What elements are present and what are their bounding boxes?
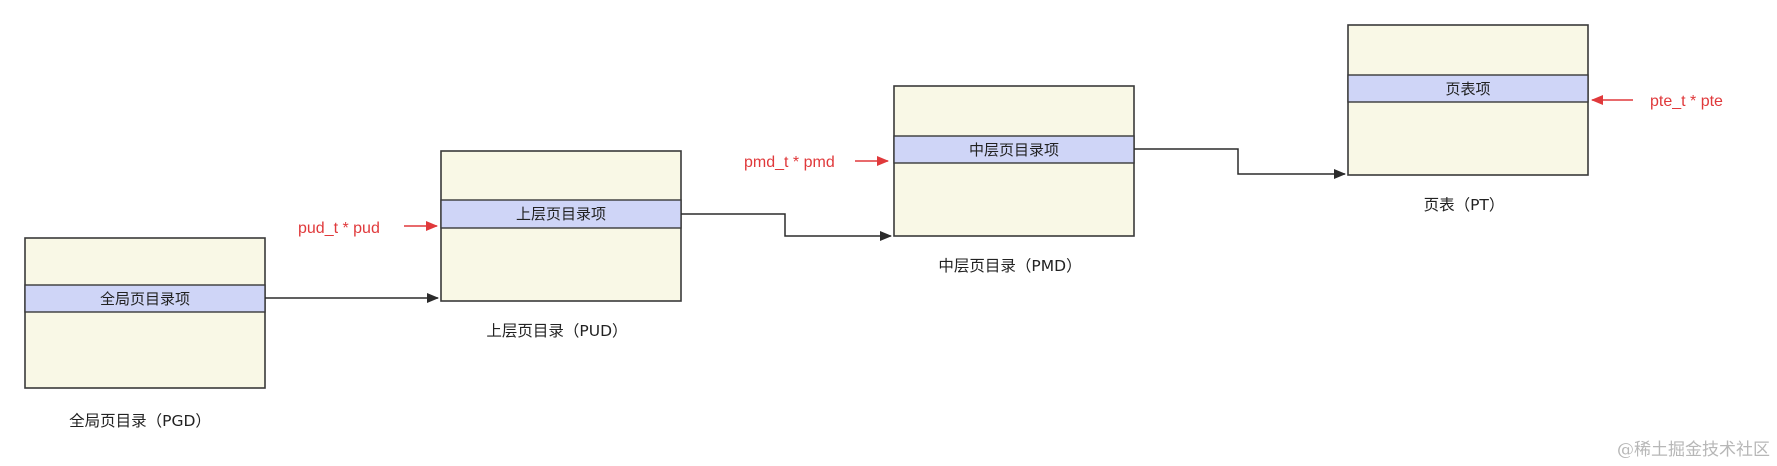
pmd-table: 中层页目录项 中层页目录（PMD） <box>893 85 1135 275</box>
pud-entry-band <box>440 199 682 229</box>
pmd-entry-label: 中层页目录项 <box>969 141 1059 159</box>
pgd-table-box <box>24 237 266 389</box>
pte-pointer-label: pte_t * pte <box>1650 93 1723 110</box>
pt-entry-label: 页表项 <box>1445 80 1490 98</box>
pmd-caption: 中层页目录（PMD） <box>938 257 1081 275</box>
pgd-entry-band <box>24 284 266 313</box>
pt-caption: 页表（PT） <box>1424 196 1505 214</box>
pud-to-pmd-arrow <box>681 213 892 241</box>
pgd-entry-label: 全局页目录项 <box>100 290 190 308</box>
pmd-to-pt-arrow <box>1134 148 1346 179</box>
pgd-caption: 全局页目录（PGD） <box>69 412 211 430</box>
pgd-table: 全局页目录项 全局页目录（PGD） <box>24 237 266 430</box>
pud-pointer-label: pud_t * pud <box>298 220 380 237</box>
watermark: @稀土掘金技术社区 <box>1617 440 1770 460</box>
pud-caption: 上层页目录（PUD） <box>486 322 627 340</box>
pmd-entry-band <box>893 135 1135 164</box>
pt-entry-band <box>1347 74 1589 103</box>
pud-table: 上层页目录项 上层页目录（PUD） <box>440 150 682 340</box>
pud-entry-label: 上层页目录项 <box>516 205 606 223</box>
pt-table: 页表项 页表（PT） <box>1347 24 1589 214</box>
pmd-pointer-label: pmd_t * pmd <box>744 154 835 171</box>
